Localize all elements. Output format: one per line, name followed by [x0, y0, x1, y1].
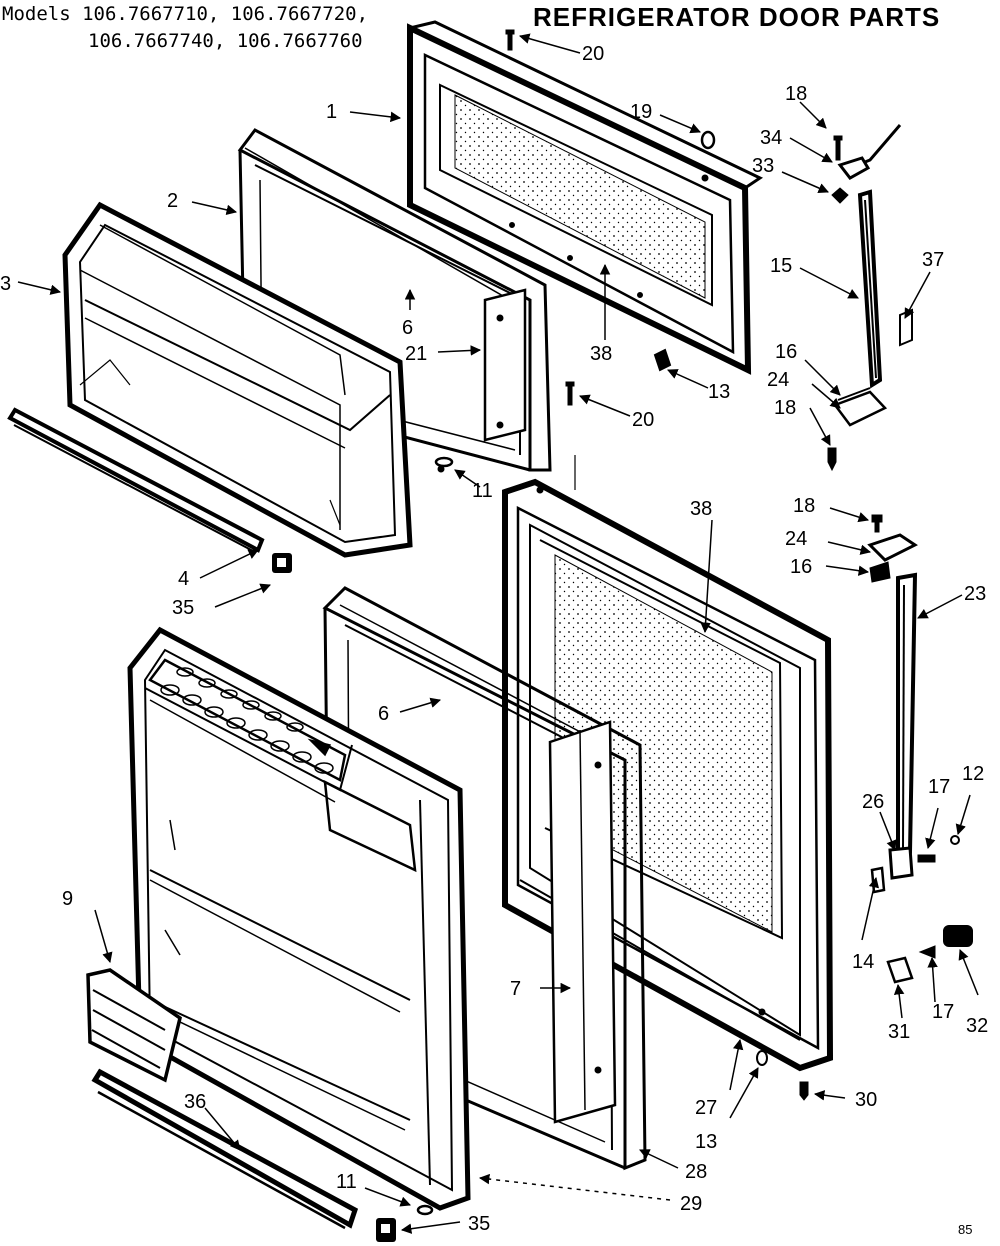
- callout-20-upper: 20: [582, 43, 604, 65]
- freezer-door-outer-panel: [407, 20, 764, 375]
- callout-19: 19: [630, 101, 652, 123]
- callout-29: 29: [680, 1193, 702, 1215]
- callout-31: 31: [888, 1021, 910, 1043]
- callout-33: 33: [752, 155, 774, 177]
- callout-1: 1: [326, 101, 337, 123]
- callout-24-upper: 24: [767, 369, 789, 391]
- callout-6-lower: 6: [378, 703, 389, 725]
- egg-tray-cups: [148, 658, 347, 782]
- callout-18-middle: 18: [774, 397, 796, 419]
- callout-13-upper: 13: [708, 381, 730, 403]
- callout-24-lower: 24: [785, 528, 807, 550]
- callout-30: 30: [855, 1089, 877, 1111]
- lower-hinge-assembly: [756, 514, 973, 1101]
- callout-9: 9: [62, 888, 73, 910]
- page-title: REFRIGERATOR DOOR PARTS: [533, 2, 941, 32]
- callout-6-upper: 6: [402, 317, 413, 339]
- callout-3: 3: [0, 273, 11, 295]
- fresh-food-breaker-strip: [548, 720, 617, 1124]
- callout-35-lower: 35: [468, 1213, 490, 1235]
- callout-11-lower: 11: [336, 1171, 357, 1193]
- callout-32: 32: [966, 1015, 988, 1037]
- callout-12: 12: [962, 763, 984, 785]
- handle-end-cap-lower: [376, 1204, 434, 1242]
- callout-14: 14: [852, 951, 874, 973]
- page-code: 85: [958, 1222, 973, 1237]
- callout-27: 27: [695, 1097, 717, 1119]
- callout-13-lower: 13: [695, 1131, 717, 1153]
- callout-labels: 1 2 3 6 21 20 19 38 13 20 11 18 34 33 15…: [0, 43, 988, 1235]
- handle-end-cap-upper: [272, 553, 292, 573]
- fresh-food-handle-trim: [91, 1068, 359, 1230]
- callout-15: 15: [770, 255, 792, 277]
- callout-34: 34: [760, 127, 782, 149]
- callout-17-lower: 17: [932, 1001, 954, 1023]
- fresh-food-door-liner: [127, 626, 471, 1211]
- callout-38-lower: 38: [690, 498, 712, 520]
- callout-35-upper: 35: [172, 597, 194, 619]
- models-list-line-1: Models 106.7667710, 106.7667720,: [2, 3, 369, 25]
- callout-18-top: 18: [785, 83, 807, 105]
- models-list-line-2: 106.7667740, 106.7667760: [88, 30, 363, 52]
- callout-2: 2: [167, 190, 178, 212]
- freezer-liner-breaker: [483, 288, 527, 442]
- freezer-door-liner: [62, 201, 413, 558]
- callout-36: 36: [184, 1091, 206, 1113]
- callout-20-lower: 20: [632, 409, 654, 431]
- door-shelf-front: [86, 968, 182, 1083]
- callout-21: 21: [405, 343, 427, 365]
- callout-26: 26: [862, 791, 884, 813]
- freezer-handle-trim: [7, 407, 265, 553]
- callout-4: 4: [178, 568, 189, 590]
- callout-23: 23: [964, 583, 986, 605]
- freezer-hinge-assembly: [827, 124, 913, 472]
- callout-11-upper: 11: [472, 480, 493, 502]
- callout-7: 7: [510, 978, 521, 1000]
- callout-16-upper: 16: [775, 341, 797, 363]
- leader-lines: [17, 33, 979, 1234]
- callout-37: 37: [922, 249, 944, 271]
- callout-38-upper: 38: [590, 343, 612, 365]
- callout-17-upper: 17: [928, 776, 950, 798]
- callout-28: 28: [685, 1161, 707, 1183]
- callout-16-lower: 16: [790, 556, 812, 578]
- callout-18-lower: 18: [793, 495, 815, 517]
- freezer-hardware: [434, 29, 716, 473]
